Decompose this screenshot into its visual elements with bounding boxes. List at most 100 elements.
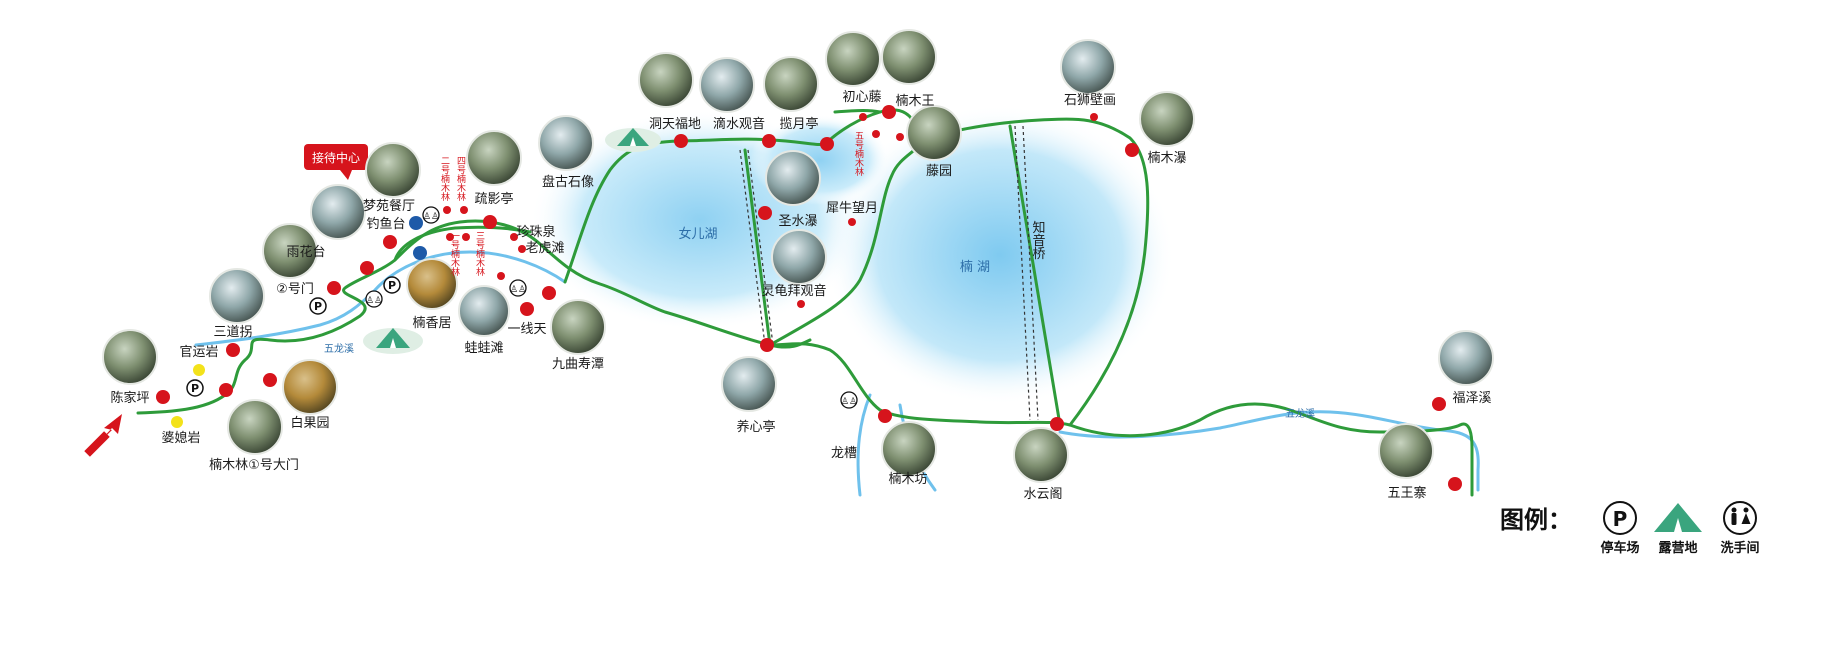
spot-lanyueting[interactable] (820, 137, 834, 151)
restroom-icon[interactable]: ♙♙ (509, 279, 527, 297)
spot-nanmupu[interactable] (1125, 143, 1139, 157)
photo-callout[interactable] (365, 142, 421, 198)
photo-fuzexi[interactable] (1438, 330, 1494, 386)
longcao-stream (856, 393, 872, 497)
spot-shuyingting[interactable] (483, 215, 497, 229)
forest-5-label: 五号楠木林 (853, 131, 864, 177)
spot-sub1[interactable] (497, 272, 505, 280)
spot-laohutan[interactable] (518, 245, 526, 253)
photo-nanmufang[interactable] (881, 421, 937, 477)
photo-nanmupu[interactable] (1139, 91, 1195, 147)
label-laohutan: 老虎滩 (525, 241, 564, 256)
photo-dishui[interactable] (699, 57, 755, 113)
spot-dishui[interactable] (762, 134, 776, 148)
spot-yixiantian[interactable] (520, 302, 534, 316)
legend-parking: P 停车场 (1600, 501, 1640, 556)
photo-wawatan[interactable] (458, 285, 510, 337)
photo-tengyuan[interactable] (906, 105, 962, 161)
spot-diaoyutai[interactable] (383, 235, 397, 249)
spot-f2-dot[interactable] (443, 206, 451, 214)
spot-yangxinting[interactable] (760, 338, 774, 352)
yellow-spot-guanyunyan[interactable] (193, 364, 205, 376)
spot-chenjiaping[interactable] (156, 390, 170, 404)
parking-icon[interactable]: P (186, 379, 204, 397)
tent-icon[interactable] (363, 328, 423, 354)
photo-chuxinteng[interactable] (825, 31, 881, 87)
restroom-icon[interactable]: ♙♙ (365, 290, 383, 308)
photo-shuiyunge[interactable] (1013, 427, 1069, 483)
spot-fuzexi[interactable] (1432, 397, 1446, 411)
label-tengyuan: 藤园 (926, 164, 952, 179)
label-shuiyunge: 水云阁 (1023, 487, 1062, 502)
wulong-west-label: 五龙溪 (324, 342, 354, 355)
trail-to-pangu (563, 137, 827, 284)
parking-icon[interactable]: P (383, 276, 401, 294)
nan-lake-label: 楠 湖 (960, 260, 990, 275)
photo-baiguoyuan[interactable] (282, 359, 338, 415)
spot-longcao[interactable] (878, 409, 892, 423)
restroom-icon[interactable]: ♙♙ (840, 391, 858, 409)
label-nanmuwang: 楠木王 (895, 94, 934, 109)
spot-yuhuatai[interactable] (360, 261, 374, 275)
label-guanyunyan: 官运岩 (179, 344, 218, 360)
photo-shengshuipu[interactable] (765, 150, 821, 206)
label-nanmupu: 楠木瀑 (1147, 151, 1186, 166)
callout-label: 接待中心 (312, 150, 360, 165)
spot-f1-dot[interactable] (446, 233, 454, 241)
photo-mengyuan[interactable] (310, 184, 366, 240)
tent-icon[interactable] (605, 128, 661, 152)
photo-nanxiangju[interactable] (406, 258, 458, 310)
restroom-icon[interactable]: ♙♙ (422, 206, 440, 224)
blue-spot[interactable] (413, 246, 427, 260)
label-dongtian: 洞天福地 (649, 117, 701, 132)
spot-f5-dot2[interactable] (896, 133, 904, 141)
photo-sandaoguai[interactable] (209, 268, 265, 324)
spot-xiniu[interactable] (848, 218, 856, 226)
spot-main-gate[interactable] (219, 383, 233, 397)
spot-shishi[interactable] (1090, 113, 1098, 121)
spot-nanmuwang[interactable] (882, 105, 896, 119)
spot-wuwangzhai[interactable] (1448, 477, 1462, 491)
photo-shuyingting[interactable] (466, 130, 522, 186)
nan-lake (825, 105, 1175, 405)
parking-icon[interactable]: P (309, 297, 327, 315)
photo-wuwangzhai[interactable] (1378, 423, 1434, 479)
spot-baiguoyuan[interactable] (263, 373, 277, 387)
trail-east-river (1068, 402, 1474, 497)
spot-f5-dot1[interactable] (872, 130, 880, 138)
wulong-east-label: 五龙溪 (1285, 407, 1315, 420)
label-nanmufang: 楠木坊 (888, 472, 927, 487)
photo-shishi[interactable] (1060, 39, 1116, 95)
photo-lingui[interactable] (771, 229, 827, 285)
photo-dongtian[interactable] (638, 52, 694, 108)
label-zhenzhuquan: 珍珠泉 (516, 224, 555, 240)
photo-yangxinting[interactable] (721, 356, 777, 412)
forest-3-label: 三号楠木林 (474, 231, 485, 277)
spot-gate2[interactable] (327, 281, 341, 295)
photo-yuhuatai[interactable] (262, 223, 318, 279)
photo-jiuqu[interactable] (550, 299, 606, 355)
spot-guanyunyan[interactable] (226, 343, 240, 357)
forest-labels: 二号楠木林 四号楠木林 一号楠木林 三号楠木林 五号楠木林 (439, 131, 864, 277)
spot-lingui[interactable] (797, 300, 805, 308)
label-lingui: 灵龟拜观音 (761, 283, 826, 299)
spot-shengshuipu[interactable] (758, 206, 772, 220)
spot-dongtian[interactable] (674, 134, 688, 148)
spot-f3-dot[interactable] (462, 233, 470, 241)
blue-spot[interactable] (409, 216, 423, 230)
photo-chenjiaping[interactable] (102, 329, 158, 385)
spot-chuxinteng[interactable] (859, 113, 867, 121)
spot-zhenzhuquan[interactable] (510, 233, 518, 241)
spot-shuiyunge[interactable] (1050, 417, 1064, 431)
spot-wawatan[interactable] (542, 286, 556, 300)
parking-icon (1603, 501, 1637, 535)
label-nanxiangju: 楠香居 (412, 316, 451, 331)
photo-pangu[interactable] (538, 115, 594, 171)
spot-f4-dot[interactable] (460, 206, 468, 214)
photo-lanyueting[interactable] (763, 56, 819, 112)
legend-camping-label: 露营地 (1658, 540, 1697, 556)
photo-main-gate[interactable] (227, 399, 283, 455)
photo-nanmuwang[interactable] (881, 29, 937, 85)
yellow-spot-poxiyan[interactable] (171, 416, 183, 428)
visitor-center-callout[interactable]: 接待中心 (304, 144, 368, 180)
